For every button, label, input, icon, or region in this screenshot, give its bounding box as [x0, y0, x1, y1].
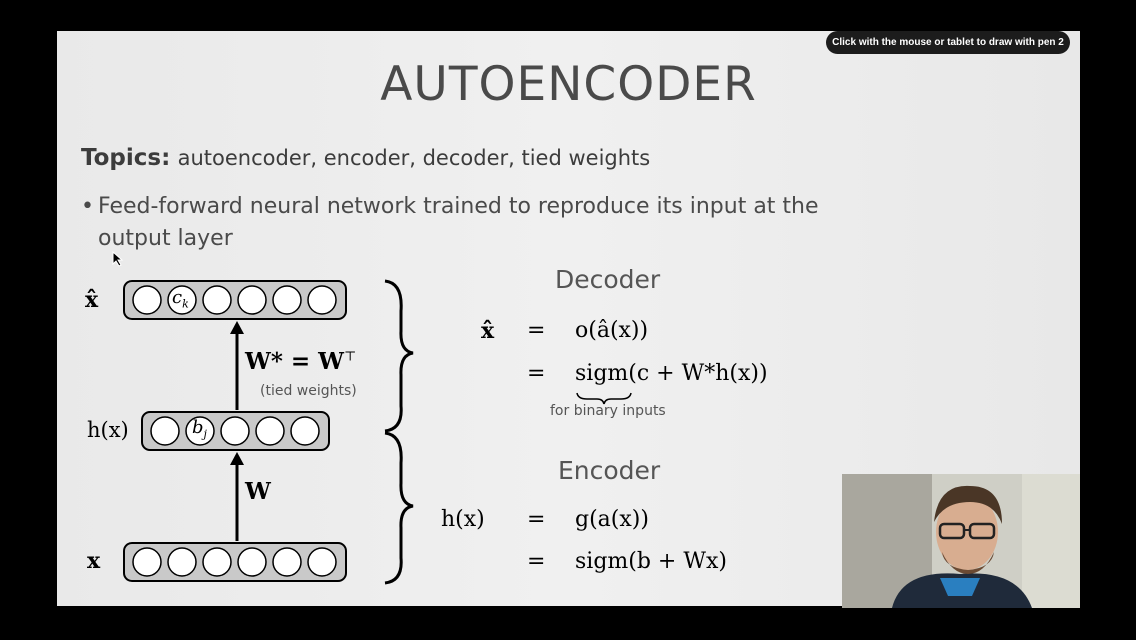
hidden-neuron — [290, 416, 320, 446]
slide-title: AUTOENCODER — [380, 57, 757, 112]
output-neuron — [307, 285, 337, 315]
decoder-lhs: x̂ — [481, 318, 495, 344]
output-neuron — [132, 285, 162, 315]
decoder-arrowhead-icon — [230, 321, 244, 334]
input-neuron — [132, 547, 162, 577]
w-label: W — [245, 478, 271, 505]
mouse-cursor-icon — [112, 251, 124, 267]
presenter-image — [842, 474, 1080, 608]
x-label: x — [87, 548, 101, 574]
encoder-eq-sign-1: = — [527, 507, 546, 532]
slide: AUTOENCODER Topics: autoencoder, encoder… — [57, 31, 1080, 606]
decoder-rhs-2: sigm(c + W*h(x)) — [575, 361, 768, 386]
input-neuron — [307, 547, 337, 577]
input-neuron — [272, 547, 302, 577]
output-neuron — [272, 285, 302, 315]
input-neuron — [202, 547, 232, 577]
hx-label: h(x) — [87, 418, 129, 442]
binary-inputs-note: for binary inputs — [550, 403, 666, 419]
encoder-rhs-2: sigm(b + Wx) — [575, 549, 727, 574]
network-diagram — [123, 279, 632, 585]
encoder-arrowhead-icon — [230, 452, 244, 465]
input-neuron — [237, 547, 267, 577]
decoder-heading: Decoder — [555, 265, 661, 294]
decoder-eq-sign-1: = — [527, 318, 546, 343]
decoder-eq-sign-2: = — [527, 361, 546, 386]
topics-label: Topics: — [81, 145, 171, 171]
output-neuron — [237, 285, 267, 315]
hidden-neuron-bj — [185, 416, 215, 446]
input-neuron — [167, 547, 197, 577]
topics-line: Topics: autoencoder, encoder, decoder, t… — [81, 145, 650, 171]
bullet-text: Feed-forward neural network trained to r… — [98, 194, 819, 251]
hidden-neuron — [220, 416, 250, 446]
encoder-eq-sign-2: = — [527, 549, 546, 574]
bullet-dot-icon: • — [81, 194, 94, 219]
hidden-neuron — [150, 416, 180, 446]
encoder-heading: Encoder — [558, 456, 661, 485]
topics-text: autoencoder, encoder, decoder, tied weig… — [177, 146, 651, 170]
xhat-label: x̂ — [85, 287, 99, 313]
underbrace-icon — [576, 392, 632, 405]
ck-label: ck — [172, 287, 189, 311]
decoder-brace-icon — [384, 279, 414, 433]
hidden-neuron — [255, 416, 285, 446]
encoder-lhs: h(x) — [441, 507, 485, 532]
wstar-label: W* = W⊤ — [245, 348, 357, 375]
output-neuron-ck — [167, 285, 197, 315]
webcam-video — [842, 474, 1080, 608]
pen-tooltip[interactable]: Click with the mouse or tablet to draw w… — [826, 31, 1070, 54]
encoder-brace-icon — [384, 431, 414, 585]
output-neuron — [202, 285, 232, 315]
bullet-point: • Feed-forward neural network trained to… — [81, 191, 841, 255]
tied-weights-note: (tied weights) — [260, 383, 357, 399]
decoder-rhs-1: o(â(x)) — [575, 318, 649, 343]
bj-label: bj — [192, 417, 207, 441]
encoder-rhs-1: g(a(x)) — [575, 507, 649, 532]
